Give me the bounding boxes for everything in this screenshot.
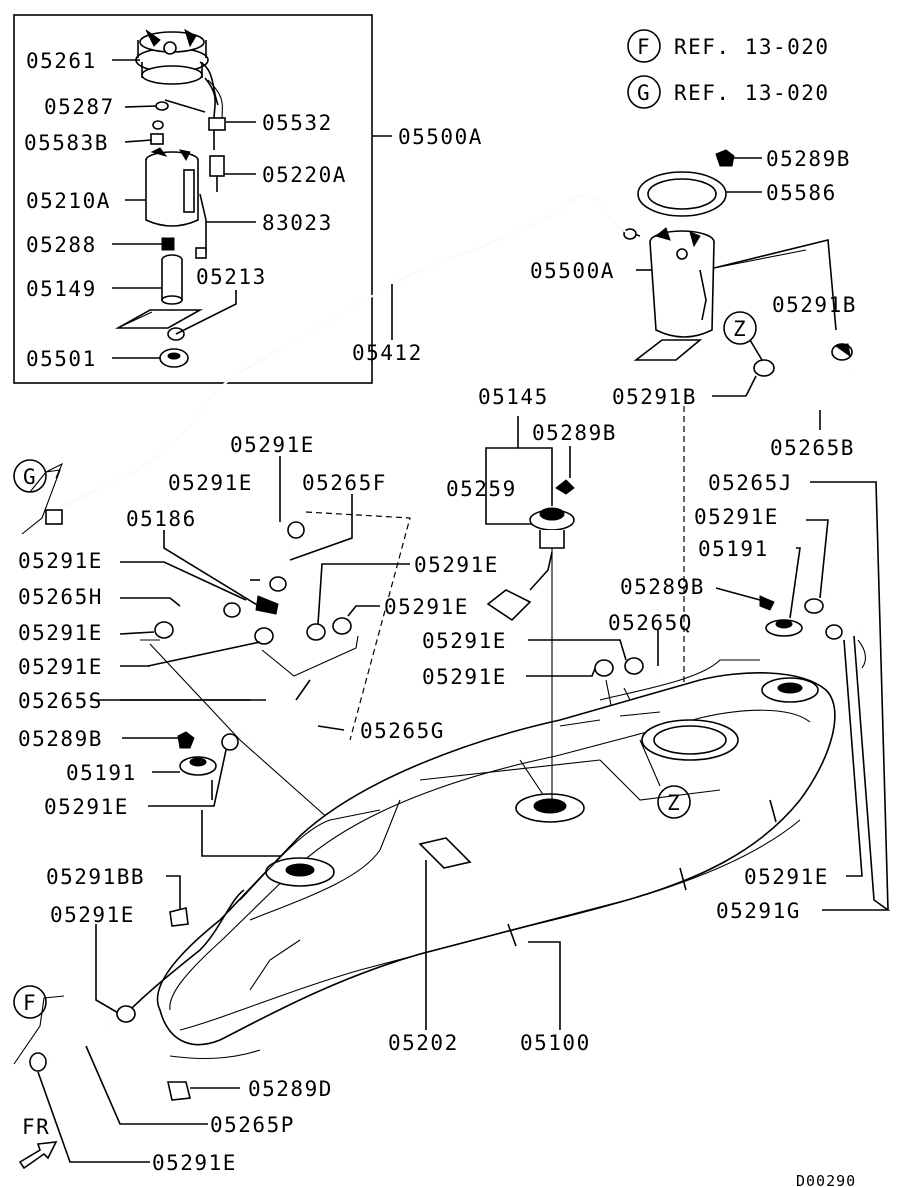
label-05213: 05213 [196, 265, 267, 289]
front-arrow-icon [18, 1141, 58, 1170]
label-05287: 05287 [44, 95, 115, 119]
reference-legend: F REF. 13-020 G REF. 13-020 [627, 29, 830, 109]
label-05532: 05532 [262, 111, 333, 135]
fuel-pump-motor-part [161, 254, 183, 305]
label-05291E-left-5: 05291E [50, 903, 135, 927]
label-05501: 05501 [26, 347, 97, 371]
label-05291E-second: 05291E [168, 471, 253, 495]
label-05191-right: 05191 [698, 537, 769, 561]
center-clamps [526, 630, 659, 721]
label-05265B: 05265B [770, 436, 855, 460]
callout-circle-F [13, 985, 47, 1019]
right-vent-hoses [715, 481, 891, 911]
label-05583B: 05583B [24, 131, 109, 155]
callout-Z-top: Z [733, 317, 747, 341]
label-05291E-center-2: 05291E [422, 665, 507, 689]
diagram-code: D00290 [796, 1172, 856, 1187]
label-05291E-top: 05291E [230, 433, 315, 457]
label-05202: 05202 [388, 1031, 459, 1055]
label-83023: 83023 [262, 211, 333, 235]
label-05265G: 05265G [360, 719, 445, 743]
callout-Z-bottom: Z [667, 791, 681, 815]
label-05412: 05412 [352, 341, 423, 365]
label-05289B-top: 05289B [766, 147, 851, 171]
ref-letter-G: G [637, 81, 651, 105]
fuel-line-05412 [45, 193, 631, 525]
label-05291E-mid-2: 05291E [384, 595, 469, 619]
label-05291G: 05291G [716, 899, 801, 923]
label-05291B-right: 05291B [772, 293, 857, 317]
label-05100: 05100 [520, 1031, 591, 1055]
callout-circle-Z-top [723, 311, 757, 345]
label-05210A: 05210A [26, 189, 111, 213]
label-05291E-left-2: 05291E [18, 621, 103, 645]
label-05265H: 05265H [18, 585, 103, 609]
pump-flange-part [135, 28, 219, 106]
label-05291E-bottom: 05291E [152, 1151, 237, 1175]
label-05259: 05259 [446, 477, 517, 501]
label-05149: 05149 [26, 277, 97, 301]
label-05265Q: 05265Q [608, 611, 693, 635]
label-05291BB: 05291BB [46, 865, 145, 889]
label-05500A-inset: 05500A [398, 125, 483, 149]
label-05145: 05145 [478, 385, 549, 409]
label-05289D: 05289D [248, 1077, 333, 1101]
inset-frame [13, 14, 373, 384]
right-pump-assembly [621, 149, 853, 690]
callout-circle-Z-bottom [657, 785, 691, 819]
label-05261: 05261 [26, 49, 97, 73]
label-05186: 05186 [126, 507, 197, 531]
callout-F: F [23, 991, 37, 1015]
label-05289B-right: 05289B [620, 575, 705, 599]
ref-circle-G [627, 75, 661, 109]
label-05289B-center: 05289B [532, 421, 617, 445]
label-05289B-left: 05289B [18, 727, 103, 751]
label-05291B-center: 05291B [612, 385, 697, 409]
ref-text-F: REF. 13-020 [674, 35, 830, 59]
filler-hose-area [29, 875, 240, 1163]
ref-text-G: REF. 13-020 [674, 81, 830, 105]
label-05291E-left-1: 05291E [18, 549, 103, 573]
pump-body-part [145, 147, 199, 227]
label-05265S: 05265S [18, 689, 103, 713]
label-05265F: 05265F [302, 471, 387, 495]
callout-G: G [23, 465, 37, 489]
label-05291E-left-4: 05291E [44, 795, 129, 819]
label-05500A: 05500A [530, 259, 615, 283]
fuel-tank-05100 [129, 659, 836, 1060]
ref-letter-F: F [637, 35, 651, 59]
label-05291E-center-1: 05291E [422, 629, 507, 653]
label-05265J: 05265J [708, 471, 793, 495]
label-05265P: 05265P [210, 1113, 295, 1137]
center-filter-assembly [485, 416, 575, 622]
pump-assembly-inset [13, 14, 392, 384]
label-05291E-mid-1: 05291E [414, 553, 499, 577]
label-05291E-right-bottom: 05291E [744, 865, 829, 889]
ref-circle-F [627, 29, 661, 63]
label-05291E-left-3: 05291E [18, 655, 103, 679]
front-indicator-label: FR [22, 1115, 50, 1139]
label-05220A: 05220A [262, 163, 347, 187]
label-05288: 05288 [26, 233, 97, 257]
label-05586: 05586 [766, 181, 837, 205]
label-05291E-right-top: 05291E [694, 505, 779, 529]
label-05191-left: 05191 [66, 761, 137, 785]
